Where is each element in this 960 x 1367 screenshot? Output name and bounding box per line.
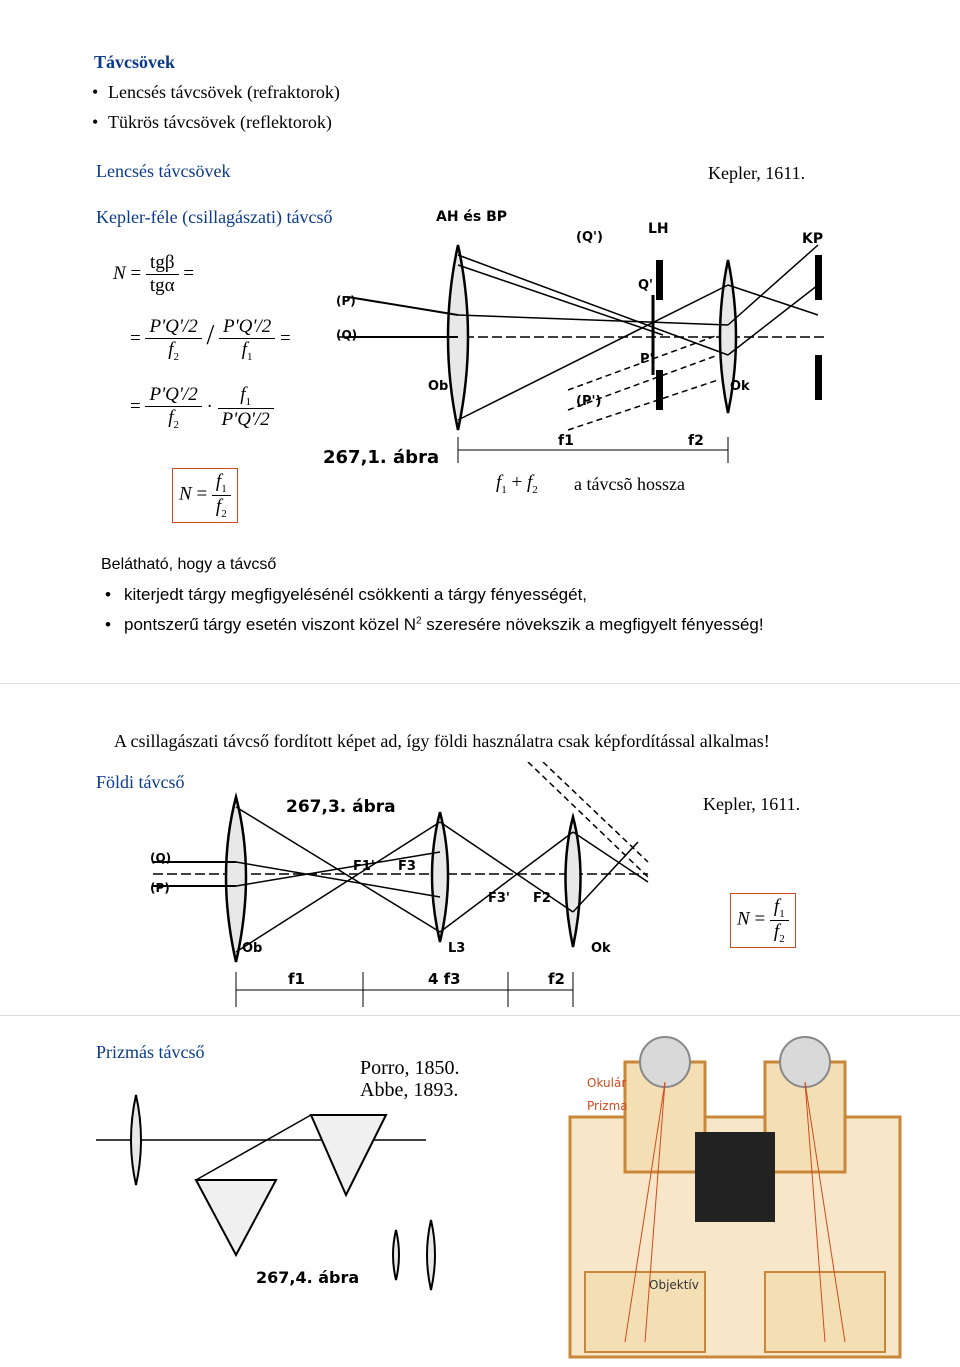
kepler-diagram: AH és BP (Q') LH KP (P) (Q) Q' P' Ob Ok …	[323, 209, 828, 468]
svg-text:P': P'	[640, 352, 654, 367]
svg-text:KP: KP	[802, 231, 823, 247]
svg-text:Q': Q'	[638, 278, 653, 293]
svg-text:(Q): (Q)	[336, 328, 357, 342]
svg-text:Ob: Ob	[428, 379, 448, 394]
divider-2	[0, 1015, 960, 1016]
inverted-image-statement: A csillagászati távcső fordított képet a…	[114, 731, 770, 751]
bullet-refraktor: Lencsés távcsövek (refraktorok)	[92, 82, 340, 103]
terrestrial-diagram: (Q) (P) Ob F1' F3 L3 F3' F2 Ok f1 4 f3 f…	[150, 762, 649, 1007]
formula-length: f1 + f2	[496, 472, 538, 496]
svg-text:4 f3: 4 f3	[428, 970, 461, 988]
kepler-date-2: Kepler, 1611.	[703, 794, 801, 814]
svg-text:f1: f1	[558, 433, 574, 449]
kepler-date: Kepler, 1611.	[708, 163, 806, 183]
svg-text:F2: F2	[533, 891, 551, 906]
svg-text:Okulár: Okulár	[587, 1076, 626, 1090]
label-ah-bp: AH és BP	[436, 209, 507, 225]
svg-text:(Q'): (Q')	[576, 230, 603, 245]
svg-text:(Q): (Q)	[150, 851, 171, 865]
svg-text:Prizma: Prizma	[587, 1099, 628, 1113]
svg-text:L3: L3	[448, 941, 465, 956]
figure-caption-267-3: 267,3. ábra	[286, 797, 396, 817]
figure-caption-267-1: 267,1. ábra	[323, 447, 439, 468]
bullet-kiterjedt: kiterjedt tárgy megfigyelésénél csökkent…	[105, 585, 587, 605]
svg-text:F3': F3'	[488, 891, 510, 906]
length-label: a távcsõ hossza	[574, 474, 685, 494]
svg-text:f2: f2	[548, 970, 565, 988]
bullet-pontszeru: •pontszerű tárgy esetén viszont közel N2…	[105, 615, 764, 634]
svg-text:f1: f1	[288, 970, 305, 988]
ocular-lens	[718, 259, 738, 414]
divider-1	[0, 683, 960, 684]
svg-text:Ok: Ok	[591, 941, 611, 956]
kepler-telescope-title: Kepler-féle (csillagászati) távcső	[96, 207, 333, 227]
svg-text:(P'): (P')	[576, 394, 601, 409]
foldi-tavcso-title: Földi távcső	[96, 772, 185, 792]
svg-text:f2: f2	[688, 433, 704, 449]
svg-text:LH: LH	[648, 221, 669, 237]
svg-text:(P): (P)	[150, 881, 170, 895]
svg-text:(P): (P)	[336, 294, 356, 308]
section-lencses-title: Lencsés távcsövek	[96, 161, 231, 181]
binocular-diagram: Okulár Prizma Objektív	[568, 1036, 902, 1359]
abbe-date: Abbe, 1893.	[360, 1079, 459, 1101]
bullet-reflektor: Tükrös távcsövek (reflektorok)	[92, 112, 332, 133]
porro-date: Porro, 1850.	[360, 1057, 460, 1079]
svg-text:F1': F1'	[353, 859, 375, 874]
svg-text:Ob: Ob	[242, 941, 262, 956]
svg-text:Objektív: Objektív	[649, 1278, 699, 1292]
prism-diagram: 267,4. ábra	[96, 1094, 436, 1291]
svg-text:Ok: Ok	[730, 379, 750, 394]
figure-caption-267-4: 267,4. ábra	[256, 1268, 359, 1287]
prizmas-tavcso-title: Prizmás távcső	[96, 1042, 205, 1062]
belathato-intro: Belátható, hogy a távcső	[101, 556, 277, 573]
svg-text:F3: F3	[398, 859, 416, 874]
page-title: Távcsövek	[94, 52, 175, 72]
